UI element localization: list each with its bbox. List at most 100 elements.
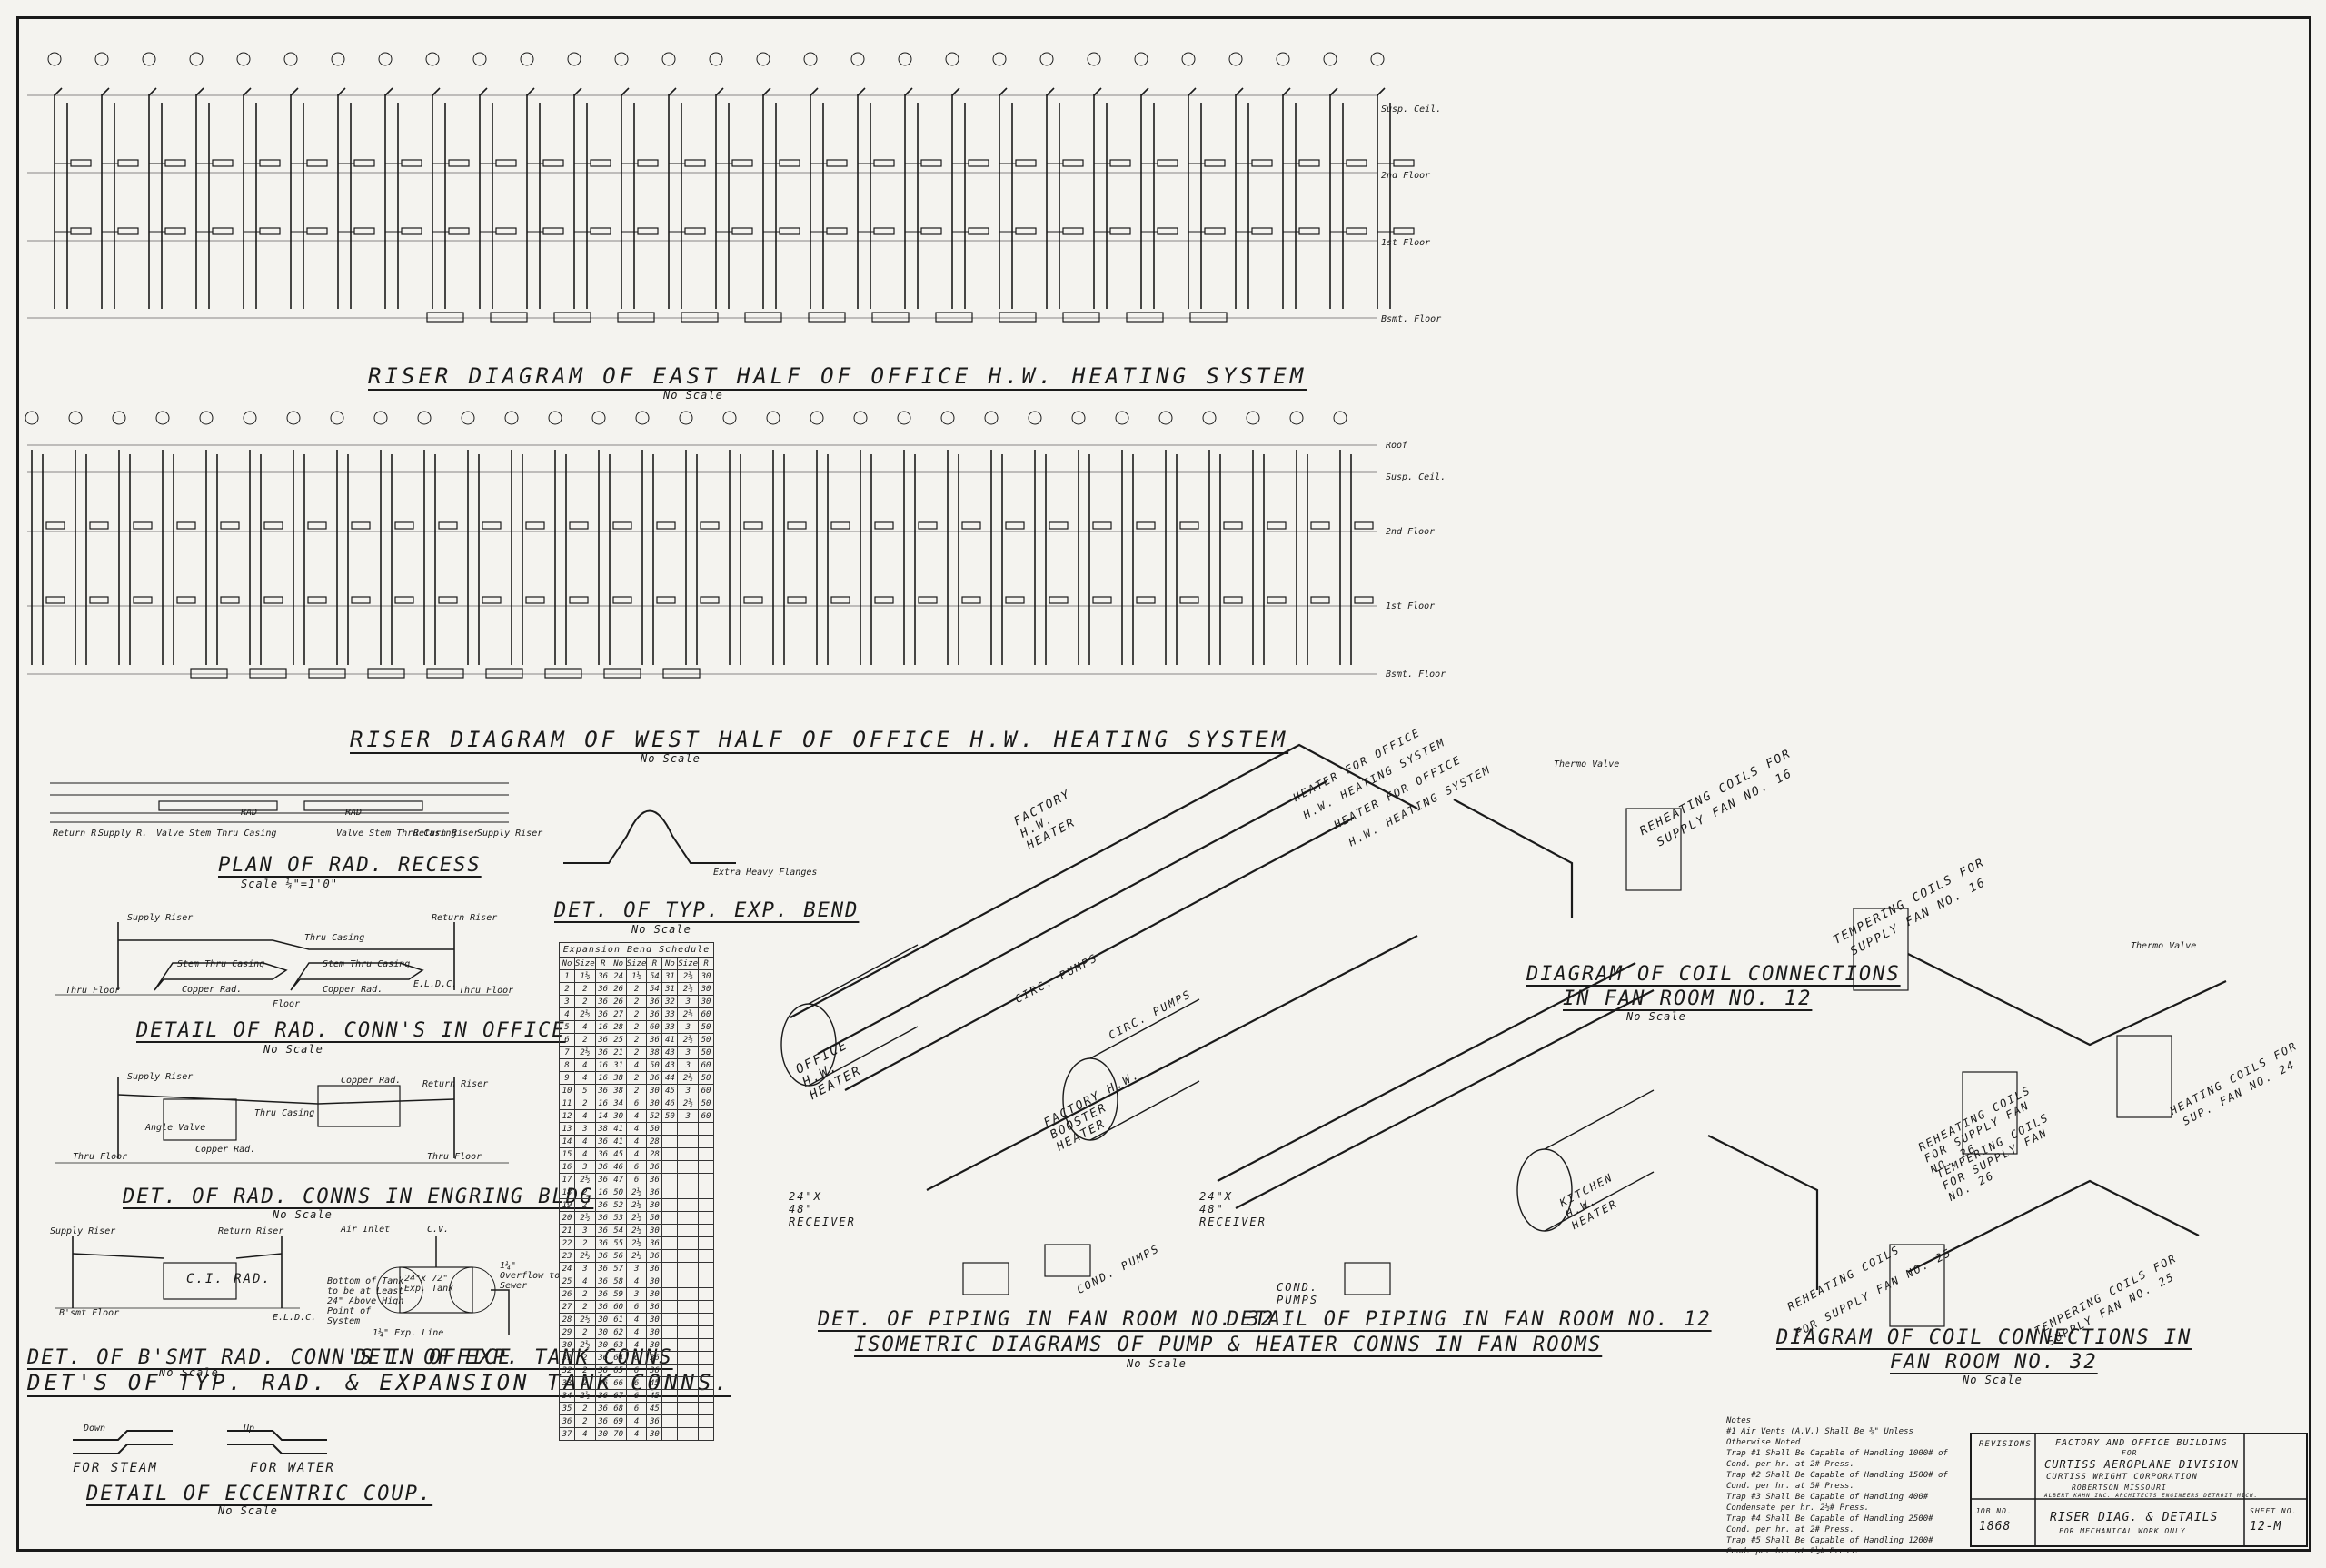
eccentric-up: Up xyxy=(244,1424,255,1434)
schedule-cell: 2 xyxy=(574,1287,596,1301)
schedule-cell xyxy=(661,1236,679,1250)
radiator xyxy=(1136,521,1156,530)
coil-32-title-1: Diagram of Coil Connections in xyxy=(1776,1326,2192,1349)
radiator xyxy=(1015,159,1037,167)
schedule-cell: 4 xyxy=(574,1020,596,1034)
riser-pipe xyxy=(857,87,866,96)
schedule-cell xyxy=(677,1122,700,1136)
schedule-cell xyxy=(661,1186,679,1199)
riser-base xyxy=(308,668,346,679)
radiator xyxy=(117,159,139,167)
schedule-cell: 36 xyxy=(594,1211,611,1225)
schedule-cell: 66 xyxy=(610,1376,627,1390)
eccentric-water: For Water xyxy=(250,1461,335,1475)
riser-pipe xyxy=(54,87,63,96)
thermo-valve-label: Thermo Valve xyxy=(1554,759,1620,769)
schedule-cell: 47 xyxy=(610,1173,627,1186)
schedule-cell xyxy=(661,1173,679,1186)
schedule-cell: 4 xyxy=(574,1109,596,1123)
schedule-cell: 36 xyxy=(594,1414,611,1428)
bsmt-rad-title: Det. of B'smt Rad. Conn's in Office xyxy=(27,1346,512,1369)
schedule-cell: 30 xyxy=(646,1427,663,1441)
schedule-cell: 38 xyxy=(594,1122,611,1136)
schedule-cell: 36 xyxy=(646,1414,663,1428)
riser-base xyxy=(367,668,405,679)
eccentric-coupling-water xyxy=(227,1430,327,1454)
radiator xyxy=(779,227,800,235)
riser-tag-circle xyxy=(155,411,170,425)
schedule-cell: 36 xyxy=(646,1173,663,1186)
schedule-cell: 36 xyxy=(646,1351,663,1365)
schedule-cell: 16 xyxy=(594,1071,611,1085)
schedule-cell: 30 xyxy=(594,1313,611,1326)
schedule-cell: 2½ xyxy=(677,1007,700,1021)
radiator xyxy=(968,227,989,235)
riser-tag-circle xyxy=(591,411,606,425)
radiator xyxy=(307,521,327,530)
schedule-cell: 36 xyxy=(646,1236,663,1250)
schedule-cell xyxy=(661,1414,679,1428)
plan-rad-recess-title: Plan of Rad. Recess xyxy=(218,854,482,877)
schedule-cell: 36 xyxy=(646,1300,663,1314)
schedule-cell: 3 xyxy=(625,1287,648,1301)
rad-office-label: Copper Rad. xyxy=(323,985,383,995)
radiator xyxy=(1298,159,1320,167)
schedule-cell: 16 xyxy=(594,1186,611,1199)
riser-pipe xyxy=(810,87,819,96)
radiator xyxy=(1062,227,1084,235)
architect: Albert Kahn Inc. Architects Engineers De… xyxy=(2044,1493,2259,1499)
radiator xyxy=(743,596,763,604)
schedule-cell: 55 xyxy=(610,1236,627,1250)
schedule-cell xyxy=(677,1249,700,1263)
radiator xyxy=(70,159,92,167)
schedule-cell xyxy=(661,1275,679,1288)
schedule-cell: 10 xyxy=(559,1084,575,1097)
schedule-cell: 21 xyxy=(559,1224,575,1237)
schedule-cell: 16 xyxy=(594,1097,611,1110)
schedule-cell: 59 xyxy=(610,1287,627,1301)
schedule-cell: 36 xyxy=(594,1249,611,1263)
radiator xyxy=(1393,227,1415,235)
schedule-cell: 36 xyxy=(646,1249,663,1263)
radiator xyxy=(968,159,989,167)
schedule-cell: 60 xyxy=(646,1020,663,1034)
radiator xyxy=(1346,159,1367,167)
schedule-cell: 1½ xyxy=(574,969,596,983)
schedule-cell: 16 xyxy=(559,1160,575,1174)
tank-label: 24"x 72" Exp. Tank xyxy=(404,1274,454,1294)
radiator xyxy=(259,227,281,235)
schedule-cell: 3 xyxy=(559,995,575,1008)
schedule-cell: 30 xyxy=(646,1275,663,1288)
schedule-cell: 6 xyxy=(625,1097,648,1110)
plan-label: RAD xyxy=(345,808,363,818)
schedule-cell xyxy=(661,1338,679,1352)
schedule-header-cell: R xyxy=(646,957,663,970)
schedule-cell xyxy=(677,1135,700,1148)
riser-tag-circle xyxy=(1071,411,1086,425)
schedule-cell xyxy=(661,1249,679,1263)
east-floor-label: 2nd Floor xyxy=(1381,171,1431,181)
schedule-cell: 13 xyxy=(559,1122,575,1136)
radiator xyxy=(448,159,470,167)
schedule-header-cell: Size xyxy=(574,957,596,970)
schedule-cell: 43 xyxy=(661,1046,679,1059)
riser-tag-circle xyxy=(94,52,109,66)
radiator xyxy=(874,596,894,604)
riser-base xyxy=(553,312,591,323)
rad-office-label: Thru Floor xyxy=(65,986,121,996)
branch-pipe xyxy=(117,1094,455,1105)
riser-pipe xyxy=(148,87,157,96)
schedule-cell: 30 xyxy=(594,1338,611,1352)
radiator xyxy=(133,521,153,530)
eccentric-steam: For Steam xyxy=(73,1461,158,1475)
schedule-cell xyxy=(698,1262,715,1275)
tank-pipe xyxy=(435,1236,510,1335)
schedule-cell: 30 xyxy=(594,1325,611,1339)
